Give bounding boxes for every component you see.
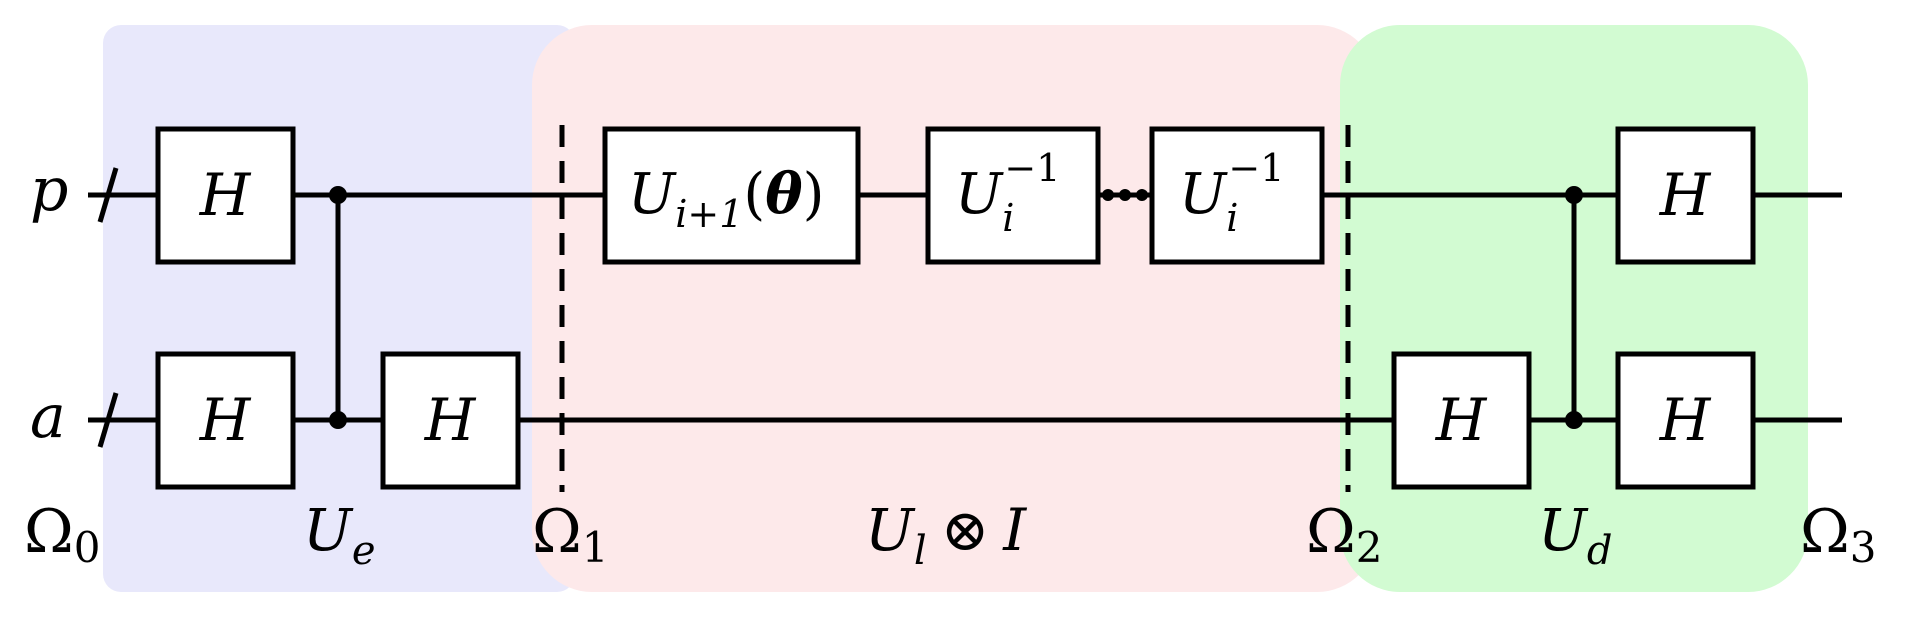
control-dot-a-encode [329, 411, 347, 429]
operator-label-decode: Ud [1538, 496, 1613, 574]
stage-label-omega0: Ω0 [24, 497, 100, 572]
hadamard-gate-p-1: H [155, 126, 296, 265]
stage-label-omega3: Ω3 [1800, 497, 1876, 572]
hadamard-gate-a-1: H [155, 351, 296, 490]
svg-text:H: H [1659, 386, 1712, 454]
hadamard-gate-a-2: H [380, 351, 521, 490]
controlled-z-encode [329, 186, 347, 429]
control-dot-p-encode [329, 186, 347, 204]
controlled-z-decode [1565, 186, 1583, 429]
svg-text:H: H [1659, 161, 1712, 229]
svg-text:Ui−1: Ui−1 [1179, 146, 1284, 240]
svg-text:H: H [199, 161, 252, 229]
svg-text:Ui−1: Ui−1 [955, 146, 1060, 240]
layer-gate-u-inverse-1: Ui−1 [925, 126, 1101, 265]
control-dot-p-decode [1565, 186, 1583, 204]
operator-label-encode: Ue [303, 496, 376, 574]
ellipsis-dots [1102, 189, 1148, 201]
layer-gate-u-inverse-2: Ui−1 [1149, 126, 1325, 265]
hadamard-gate-a-3: H [1391, 351, 1532, 490]
hadamard-gate-p-2: H [1615, 126, 1756, 265]
register-slash-p [97, 167, 119, 223]
svg-text:H: H [199, 386, 252, 454]
stage-label-omega2: Ω2 [1306, 497, 1382, 572]
qubit-label-a: a [30, 382, 66, 452]
svg-text:H: H [424, 386, 477, 454]
svg-text:H: H [1435, 386, 1488, 454]
layer-gate-u-next: Ui+1(θ) [602, 126, 861, 265]
control-dot-a-decode [1565, 411, 1583, 429]
hadamard-gate-a-4: H [1615, 351, 1756, 490]
qubit-label-p: p [30, 155, 68, 225]
register-slash-a [97, 392, 119, 448]
svg-text:Ui+1(θ): Ui+1(θ) [628, 161, 824, 236]
stage-label-omega1: Ω1 [532, 497, 608, 572]
operator-label-layer: Ul⊗I [865, 496, 1027, 574]
